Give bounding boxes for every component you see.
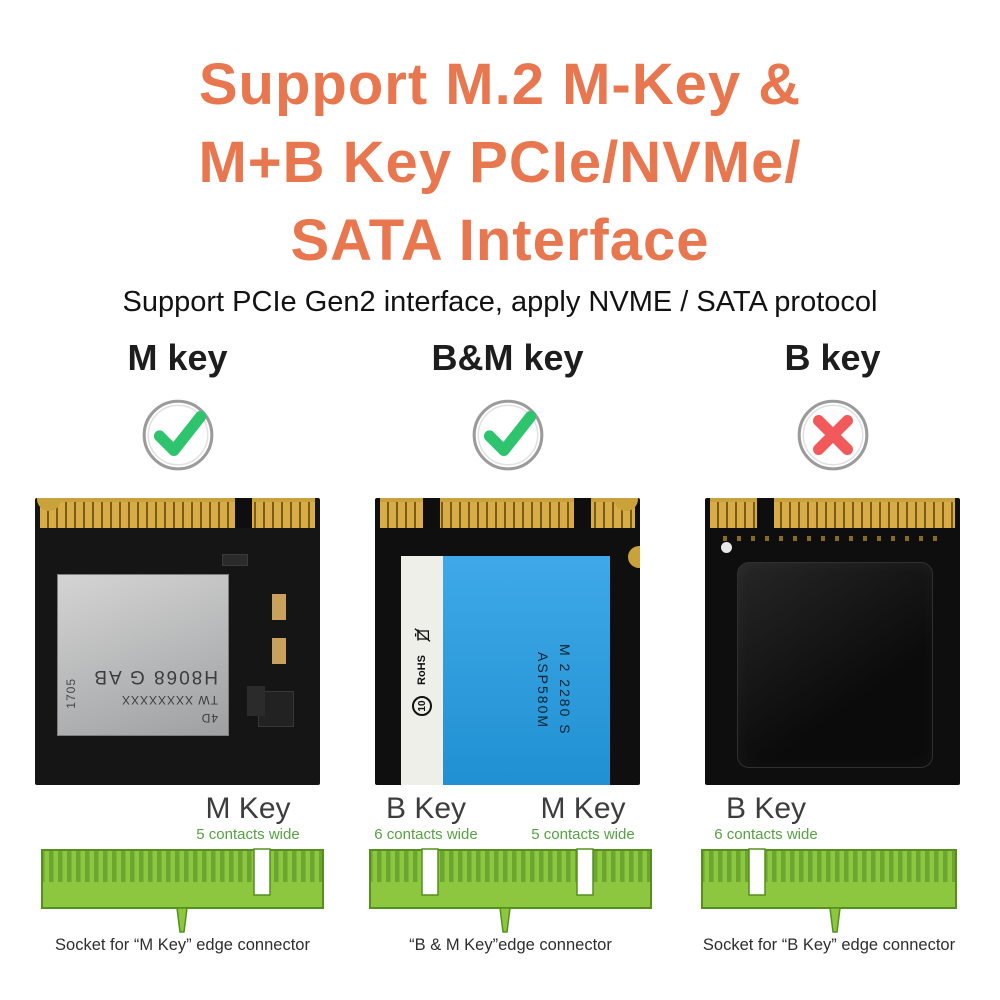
supported-check-icon bbox=[472, 399, 543, 471]
diagram-caption: “B & M Key”edge connector bbox=[409, 936, 612, 954]
mount-notch bbox=[37, 498, 61, 511]
capacitor bbox=[272, 638, 286, 664]
rohs-label: RoHS bbox=[415, 654, 428, 685]
chip-marking: 4D TW XXXXXXXX H8068 G AB bbox=[68, 585, 218, 725]
title-line: M+B Key PCIe/NVMe/ bbox=[198, 130, 802, 195]
not-supported-cross-icon bbox=[797, 399, 868, 471]
key-name: M Key bbox=[205, 792, 291, 825]
m-key-notch bbox=[576, 848, 594, 896]
contacts-width: 6 contacts wide bbox=[714, 826, 818, 843]
connector-svg bbox=[701, 848, 957, 933]
title-line: SATA Interface bbox=[290, 208, 710, 273]
key-label: B Key 6 contacts wide bbox=[370, 792, 482, 844]
chip-marking-line: 4D bbox=[200, 711, 218, 725]
title-line: Support M.2 M-Key & bbox=[198, 52, 802, 117]
connector-svg bbox=[41, 848, 324, 933]
m-key-notch bbox=[235, 498, 253, 528]
key-labels: B Key 6 contacts wide bbox=[700, 792, 958, 846]
edge-connector-fingers bbox=[710, 498, 955, 528]
contacts-width: 6 contacts wide bbox=[374, 826, 478, 843]
column-m-key: M key bbox=[35, 336, 320, 474]
product-label: RoHS 10 M 2 2280 S ASP580M bbox=[401, 556, 610, 785]
resistor bbox=[222, 554, 248, 566]
page-title: Support M.2 M-Key & M+B Key PCIe/NVMe/ S… bbox=[0, 46, 1000, 280]
m-key-ssd-photo: 4D TW XXXXXXXX H8068 G AB 1705 bbox=[35, 498, 320, 785]
edge-connector-fingers bbox=[40, 498, 315, 528]
key-notch bbox=[748, 848, 766, 896]
subtitle: Support PCIe Gen2 interface, apply NVME … bbox=[122, 286, 878, 318]
m-key-notch bbox=[573, 498, 591, 528]
key-name: B Key bbox=[725, 792, 807, 825]
nand-chip: 4D TW XXXXXXXX H8068 G AB 1705 bbox=[57, 574, 229, 736]
column-header-m-key: M key bbox=[127, 337, 228, 378]
compliance-sticker: RoHS 10 bbox=[401, 556, 443, 785]
column-header-b-key: B key bbox=[784, 337, 881, 378]
b-key-socket-diagram: B Key 6 contacts wide Socket for “B Key”… bbox=[700, 792, 958, 955]
key-labels: B Key 6 contacts wide M Key 5 contacts w… bbox=[368, 792, 653, 846]
key-label: B Key 6 contacts wide bbox=[706, 792, 826, 844]
key-label: M Key 5 contacts wide bbox=[183, 792, 313, 844]
bm-key-connector-diagram: B Key 6 contacts wide M Key 5 contacts w… bbox=[368, 792, 653, 955]
key-notch bbox=[253, 848, 271, 896]
capacitor bbox=[272, 594, 286, 620]
contacts-width: 5 contacts wide bbox=[531, 826, 635, 843]
chip-marking-line: H8068 G AB bbox=[92, 666, 218, 687]
b-key-ssd-photo bbox=[705, 498, 960, 785]
key-label: M Key 5 contacts wide bbox=[523, 792, 643, 844]
key-name: M Key bbox=[540, 792, 626, 825]
b-key-notch bbox=[756, 498, 774, 528]
capacitor bbox=[247, 686, 265, 716]
crossed-out-bin-icon bbox=[414, 627, 431, 642]
b-key-notch bbox=[423, 498, 441, 528]
chip-date-code: 1705 bbox=[64, 678, 78, 709]
connector-svg bbox=[369, 848, 652, 933]
mount-notch bbox=[614, 498, 638, 511]
diagram-caption: Socket for “B Key” edge connector bbox=[702, 936, 956, 954]
index-dot bbox=[721, 542, 732, 553]
diagram-caption: Socket for “M Key” edge connector bbox=[55, 936, 310, 954]
b-key-notch bbox=[421, 848, 439, 896]
column-bm-key: B&M key bbox=[375, 336, 640, 474]
supported-check-icon bbox=[142, 399, 213, 471]
screw-notch bbox=[628, 546, 640, 568]
column-header-bm-key: B&M key bbox=[431, 337, 584, 378]
chip-marking-line: TW XXXXXXXX bbox=[120, 693, 218, 707]
nand-chip bbox=[737, 562, 933, 768]
contacts-width: 5 contacts wide bbox=[196, 826, 300, 843]
key-name: B Key bbox=[385, 792, 467, 825]
key-labels: M Key 5 contacts wide bbox=[40, 792, 325, 846]
bm-key-ssd-photo: RoHS 10 M 2 2280 S ASP580M bbox=[375, 498, 640, 785]
label-text: M 2 2280 S bbox=[557, 644, 573, 736]
edge-connector-fingers bbox=[380, 498, 635, 528]
solder-pads bbox=[723, 536, 942, 541]
column-b-key: B key bbox=[705, 336, 960, 474]
epup-mark: 10 bbox=[412, 695, 432, 716]
m-key-socket-diagram: M Key 5 contacts wide Socket for “M Key”… bbox=[40, 792, 325, 955]
label-text: ASP580M bbox=[535, 652, 551, 730]
